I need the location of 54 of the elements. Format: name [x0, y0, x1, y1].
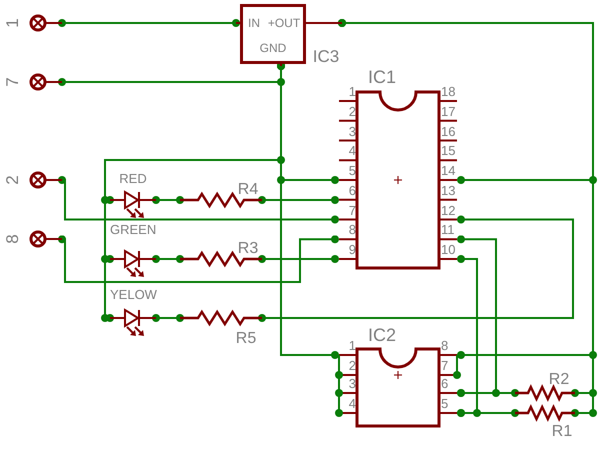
pin-number: 8 — [348, 223, 356, 236]
wire — [457, 389, 519, 397]
wire — [457, 409, 519, 417]
pin-number: 5 — [441, 397, 450, 410]
pin-label: IN — [247, 17, 261, 30]
pin-label: GND — [258, 42, 288, 55]
pin-number: 10 — [441, 243, 456, 256]
pin-number: 13 — [441, 184, 456, 197]
part-label: IC1 — [366, 68, 397, 87]
wire — [152, 196, 184, 204]
wire — [258, 216, 574, 322]
part-label: R5 — [234, 330, 258, 347]
connector-number: 1 — [5, 17, 21, 30]
wire — [258, 255, 339, 263]
wire — [258, 196, 339, 204]
pin-number: 2 — [348, 104, 356, 118]
pin-number: 1 — [348, 85, 356, 98]
pin-number: 16 — [441, 124, 456, 138]
wire — [58, 19, 240, 27]
part-label: IC2 — [366, 326, 397, 345]
part-label: GREEN — [110, 223, 156, 237]
pin-number: 12 — [441, 204, 456, 216]
part-label: R1 — [550, 423, 574, 440]
pin-number: 11 — [441, 223, 456, 236]
part-label: YELOW — [110, 288, 156, 302]
part-label: R2 — [548, 371, 570, 388]
part-label: IC3 — [312, 48, 340, 66]
part-label: R4 — [236, 181, 260, 198]
wire — [152, 314, 184, 322]
wire — [58, 176, 339, 224]
pin-number: 6 — [441, 377, 450, 390]
pin-number: 18 — [441, 85, 456, 98]
wire — [58, 235, 339, 283]
wire — [277, 62, 339, 359]
pin-number: 7 — [348, 204, 356, 216]
pin-number: 3 — [348, 377, 356, 390]
pin-number: 2 — [348, 359, 356, 372]
pin-label: +OUT — [266, 17, 302, 30]
pin-number: 17 — [441, 104, 456, 118]
part-label: R3 — [236, 240, 260, 257]
part-label: RED — [118, 172, 148, 186]
pin-number: 7 — [441, 359, 450, 372]
pin-number: 8 — [441, 339, 450, 352]
pin-number: 15 — [441, 144, 456, 158]
pin-number: 3 — [348, 124, 356, 138]
pin-number: 9 — [348, 243, 356, 256]
pin-number: 1 — [348, 339, 356, 352]
connector-number: 2 — [5, 174, 21, 187]
connector-number: 8 — [5, 233, 21, 246]
pin-number: 6 — [348, 184, 356, 197]
wire — [152, 255, 184, 263]
connector-number: 7 — [5, 76, 21, 89]
pin-number: 5 — [348, 164, 356, 177]
pin-number: 14 — [441, 164, 456, 177]
